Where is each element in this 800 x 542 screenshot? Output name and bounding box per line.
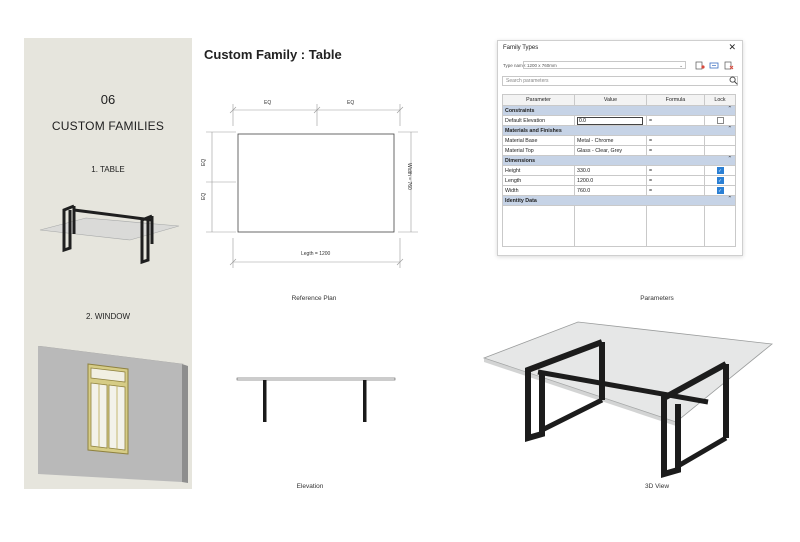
search-icon[interactable] bbox=[729, 76, 738, 85]
3d-view-drawing bbox=[482, 321, 773, 478]
group-label: Dimensions bbox=[505, 157, 536, 164]
caption-3d-view: 3D View bbox=[644, 483, 670, 490]
formula-cell[interactable]: = bbox=[646, 135, 705, 146]
window-thumbnail bbox=[38, 346, 188, 483]
group-label: Materials and Finishes bbox=[505, 127, 562, 134]
empty-row bbox=[502, 205, 736, 247]
param-name: Material Top bbox=[502, 145, 575, 156]
lock-checkbox[interactable]: ✓ bbox=[716, 167, 724, 174]
type-name-value: 1200 x 760mm bbox=[527, 63, 557, 68]
type-name-select[interactable]: 1200 x 760mm ⌄ bbox=[523, 61, 686, 69]
collapse-icon[interactable]: ⌃ bbox=[727, 126, 732, 133]
formula-cell[interactable]: = bbox=[646, 175, 705, 186]
group-label: Constraints bbox=[505, 107, 535, 114]
caption-elevation: Elevation bbox=[296, 483, 324, 490]
param-name: Material Base bbox=[502, 135, 575, 146]
column-header-formula[interactable]: Formula bbox=[646, 94, 705, 106]
group-row-identity-data[interactable]: Identity Data ⌃ bbox=[502, 195, 736, 206]
page-title: Custom Family : Table bbox=[204, 47, 342, 62]
table-row[interactable]: Default Elevation = bbox=[502, 115, 736, 126]
table-row[interactable]: Height 330.0 = ✓ bbox=[502, 165, 736, 176]
table-row[interactable]: Length 1200.0 = ✓ bbox=[502, 175, 736, 186]
collapse-icon[interactable]: ⌃ bbox=[727, 156, 732, 163]
sidebar-item-window-label: 2. WINDOW bbox=[86, 312, 130, 321]
chevron-down-icon: ⌄ bbox=[679, 63, 683, 68]
value-cell[interactable]: Glass - Clear, Grey bbox=[574, 145, 647, 156]
lock-checkbox[interactable] bbox=[716, 117, 724, 124]
dialog-title: Family Types bbox=[503, 45, 539, 51]
formula-cell[interactable]: = bbox=[646, 115, 705, 126]
delete-type-icon[interactable] bbox=[724, 61, 734, 70]
dim-length: Legth = 1200 bbox=[301, 251, 331, 257]
family-types-dialog: Family Types ✕ Type name: 1200 x 760mm ⌄… bbox=[497, 40, 743, 256]
param-name: Default Elevation bbox=[502, 115, 575, 126]
value-cell[interactable]: 760.0 bbox=[574, 185, 647, 196]
close-icon[interactable]: ✕ bbox=[728, 42, 736, 52]
formula-cell[interactable]: = bbox=[646, 165, 705, 176]
dim-eq-left-bottom: EQ bbox=[201, 192, 207, 200]
value-input[interactable] bbox=[577, 116, 643, 125]
column-header-parameter[interactable]: Parameter bbox=[502, 94, 575, 106]
value-cell[interactable]: 1200.0 bbox=[574, 175, 647, 186]
param-name: Length bbox=[502, 175, 575, 186]
type-name-label: Type name: bbox=[503, 63, 527, 68]
param-name: Height bbox=[502, 165, 575, 176]
value-cell[interactable]: 330.0 bbox=[574, 165, 647, 176]
column-header-value[interactable]: Value bbox=[574, 94, 647, 106]
group-label: Identity Data bbox=[505, 197, 537, 204]
lock-checkbox[interactable]: ✓ bbox=[716, 187, 724, 194]
table-row[interactable]: Width 760.0 = ✓ bbox=[502, 185, 736, 196]
sidebar: 06 CUSTOM FAMILIES 1. TABLE 2. WINDOW bbox=[24, 38, 192, 489]
param-name: Width bbox=[502, 185, 575, 196]
table-thumbnail bbox=[39, 204, 180, 265]
column-header-lock[interactable]: Lock bbox=[704, 94, 736, 106]
lock-checkbox[interactable]: ✓ bbox=[716, 177, 724, 184]
dim-eq-left-top: EQ bbox=[201, 158, 207, 166]
table-row[interactable]: Material Base Metal - Chrome = bbox=[502, 135, 736, 146]
group-row-dimensions[interactable]: Dimensions ⌃ bbox=[502, 155, 736, 166]
group-row-constraints[interactable]: Constraints ⌃ bbox=[502, 105, 736, 116]
dim-eq-top-left: EQ bbox=[264, 100, 272, 106]
section-number: 06 bbox=[100, 92, 116, 107]
section-title: CUSTOM FAMILIES bbox=[51, 119, 165, 133]
table-row[interactable]: Material Top Glass - Clear, Grey = bbox=[502, 145, 736, 156]
formula-cell[interactable]: = bbox=[646, 145, 705, 156]
sidebar-item-table-label: 1. TABLE bbox=[91, 165, 125, 174]
rename-type-icon[interactable] bbox=[709, 61, 719, 70]
collapse-icon[interactable]: ⌃ bbox=[727, 106, 732, 113]
elevation-drawing bbox=[236, 377, 396, 422]
parameters-table: Parameter Value Formula Lock Constraints… bbox=[502, 94, 736, 247]
group-row-materials[interactable]: Materials and Finishes ⌃ bbox=[502, 125, 736, 136]
dim-width: Width = 760 bbox=[406, 163, 412, 190]
search-parameters-input[interactable]: Search parameters bbox=[502, 76, 738, 86]
reference-plan-drawing bbox=[206, 104, 418, 268]
caption-reference-plan: Reference Plan bbox=[291, 295, 337, 302]
formula-cell[interactable]: = bbox=[646, 185, 705, 196]
dim-eq-top-right: EQ bbox=[347, 100, 355, 106]
new-type-icon[interactable] bbox=[695, 61, 705, 70]
value-cell[interactable]: Metal - Chrome bbox=[574, 135, 647, 146]
caption-parameters: Parameters bbox=[640, 295, 674, 302]
collapse-icon[interactable]: ⌃ bbox=[727, 196, 732, 203]
